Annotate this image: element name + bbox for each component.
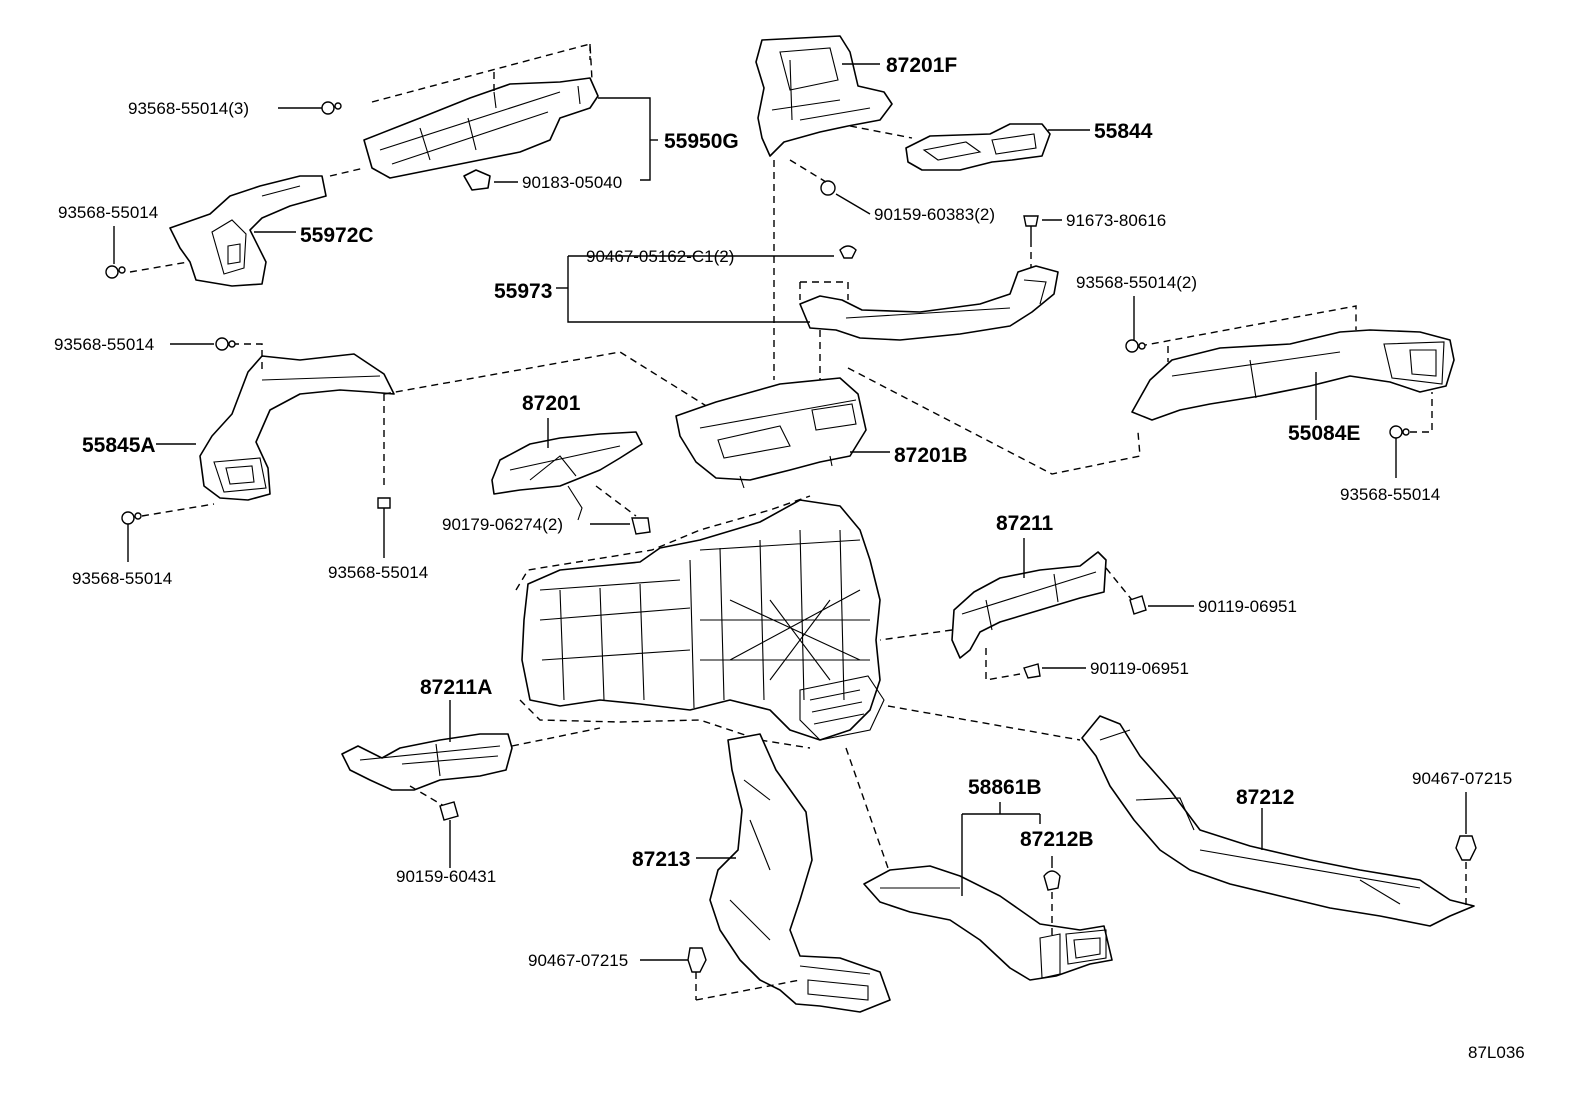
bolt-tip-icon: [334, 102, 342, 110]
bolt-icon: [820, 180, 836, 196]
label-55845A: 55845A: [82, 434, 156, 457]
part-55844-shape: [905, 123, 1051, 171]
part-87211A-shape: [341, 733, 513, 791]
label-90159-60383-2: 90159-60383(2): [874, 205, 995, 224]
clip-icon: [839, 245, 857, 259]
bolt-icon: [439, 801, 459, 821]
label-87201: 87201: [522, 392, 581, 415]
label-55972C: 55972C: [300, 224, 374, 247]
part-55084E-shape: [1131, 329, 1455, 421]
label-93568-55014-3: 93568-55014(3): [128, 99, 249, 118]
part-55973-shape: [799, 265, 1059, 341]
clip-icon: [1043, 870, 1061, 891]
label-87212: 87212: [1236, 786, 1294, 809]
bolt-icon: [105, 265, 119, 279]
part-87201F-shape: [755, 35, 893, 157]
bolt-icon: [1129, 595, 1147, 615]
part-87213-shape: [709, 733, 891, 1013]
bolt-tip-icon: [228, 340, 236, 348]
bolt-icon: [321, 101, 335, 115]
label-93568-55014-e: 93568-55014: [328, 563, 428, 582]
part-87212-shape: [1081, 715, 1475, 927]
label-93568-55014-a: 93568-55014: [58, 203, 158, 222]
label-90179-06274-2: 90179-06274(2): [442, 515, 563, 534]
hvac-unit-shape: [521, 499, 885, 741]
label-55973: 55973: [494, 280, 552, 303]
label-90467-07215-a: 90467-07215: [1412, 769, 1512, 788]
bolt-icon: [377, 497, 391, 509]
bolt-icon: [1125, 339, 1139, 353]
label-87212B: 87212B: [1020, 828, 1094, 851]
nut-icon: [631, 517, 651, 535]
bolt-icon: [121, 511, 135, 525]
bolt-tip-icon: [1402, 428, 1410, 436]
label-93568-55014-b: 93568-55014: [54, 335, 154, 354]
label-55084E: 55084E: [1288, 422, 1360, 445]
label-93568-55014-c: 93568-55014: [1340, 485, 1440, 504]
bolt-tip-icon: [1138, 342, 1146, 350]
clip-icon: [687, 947, 707, 973]
label-90119-06951-b: 90119-06951: [1090, 659, 1189, 678]
part-58861B-shape: [863, 865, 1113, 981]
bolt-tip-icon: [118, 266, 126, 274]
part-55972C-shape: [169, 175, 327, 287]
label-87211: 87211: [996, 512, 1054, 535]
clip-icon: [463, 169, 491, 191]
part-55950G-shape: [363, 77, 599, 179]
label-93568-55014-d: 93568-55014: [72, 569, 172, 588]
label-87201F: 87201F: [886, 54, 957, 77]
part-87201-shape: [491, 431, 643, 521]
bolt-icon: [215, 337, 229, 351]
label-90119-06951-a: 90119-06951: [1198, 597, 1297, 616]
label-87211A: 87211A: [420, 676, 492, 699]
label-90467-05162-C1-2: 90467-05162-C1(2): [586, 247, 734, 266]
bolt-icon: [1389, 425, 1403, 439]
label-55950G: 55950G: [664, 130, 739, 153]
diagram-code: 87L036: [1468, 1043, 1525, 1062]
clip-icon: [1455, 835, 1477, 861]
label-58861B: 58861B: [968, 776, 1042, 799]
screw-icon: [1023, 215, 1039, 227]
label-87213: 87213: [632, 848, 690, 871]
label-90467-07215-b: 90467-07215: [528, 951, 628, 970]
part-55845A-shape: [199, 353, 395, 501]
part-87211-shape: [951, 551, 1107, 659]
label-93568-55014-2: 93568-55014(2): [1076, 273, 1197, 292]
bolt-tip-icon: [134, 512, 142, 520]
label-90183-05040: 90183-05040: [522, 173, 622, 192]
part-87201B-shape: [675, 377, 867, 489]
label-90159-60431: 90159-60431: [396, 867, 496, 886]
label-55844: 55844: [1094, 120, 1153, 143]
bolt-icon: [1023, 663, 1041, 679]
label-91673-80616: 91673-80616: [1066, 211, 1166, 230]
label-87201B: 87201B: [894, 444, 968, 467]
